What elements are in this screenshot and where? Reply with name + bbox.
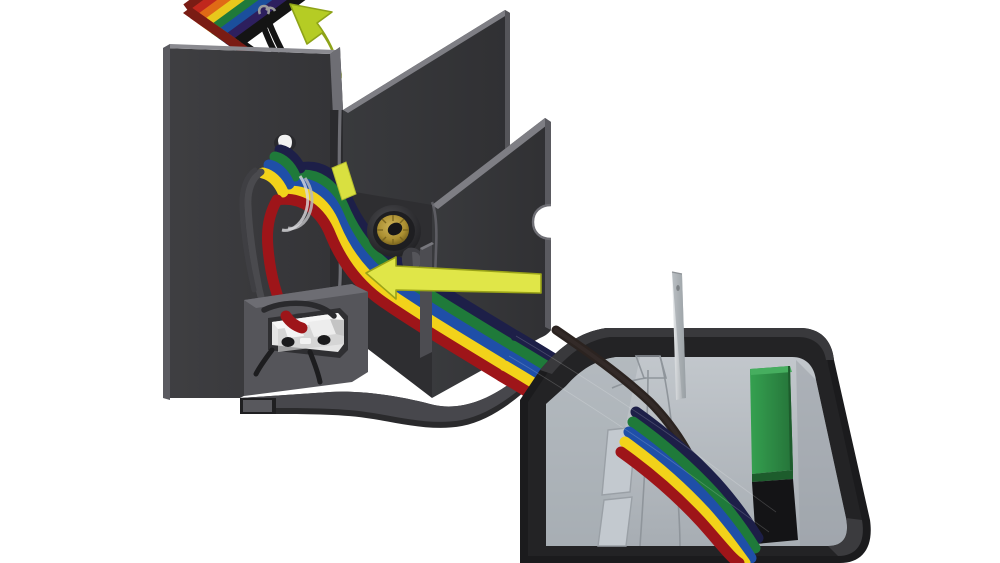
connector-pigtail xyxy=(253,347,323,385)
connector-socket xyxy=(281,337,295,347)
harness-strand-separators xyxy=(508,335,777,533)
main-harness-bundle-overlip xyxy=(615,406,764,563)
grommet-bracket xyxy=(420,242,434,358)
arrow-harness-route-left xyxy=(365,256,542,300)
wire-connector-block[interactable] xyxy=(244,284,368,396)
panel-notch xyxy=(533,205,551,239)
retaining-clip-tab[interactable] xyxy=(671,271,686,400)
control-board-pcb xyxy=(750,366,798,544)
connector-socket xyxy=(317,335,331,345)
yellow-tape-marker xyxy=(331,161,357,201)
lead-terminal xyxy=(257,4,277,15)
chassis-lower-skirt xyxy=(240,356,549,428)
red-wire-to-connector xyxy=(280,310,308,334)
